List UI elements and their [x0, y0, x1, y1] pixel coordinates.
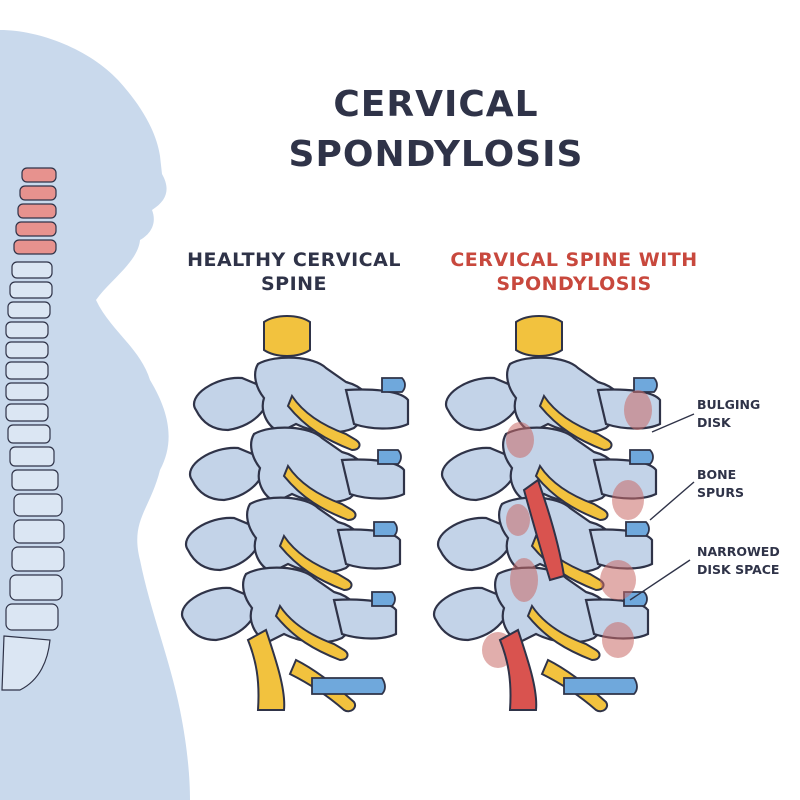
narrowed-disk-space-label: NARROWED DISK SPACE: [697, 544, 780, 577]
page-title-line2: SPONDYLOSIS: [288, 134, 584, 175]
healthy-heading: HEALTHY CERVICAL SPINE: [187, 249, 401, 295]
spine-side-view: [1, 167, 65, 691]
healthy-spine-illustration: [180, 315, 410, 713]
spinal-cord-top: [263, 315, 311, 357]
affected-heading: CERVICAL SPINE WITH SPONDYLOSIS: [450, 249, 698, 295]
cervical-vertebrae-highlight: [13, 167, 57, 255]
thoracic-lumbar-vertebrae: [1, 261, 65, 691]
bulging-disk-label: BULGING DISK: [697, 397, 761, 430]
spondylosis-spine-illustration: [432, 315, 662, 713]
bone-spurs-label: BONE SPURS: [697, 467, 744, 500]
callout-lines: [629, 413, 695, 601]
page-title: CERVICAL: [333, 84, 539, 125]
